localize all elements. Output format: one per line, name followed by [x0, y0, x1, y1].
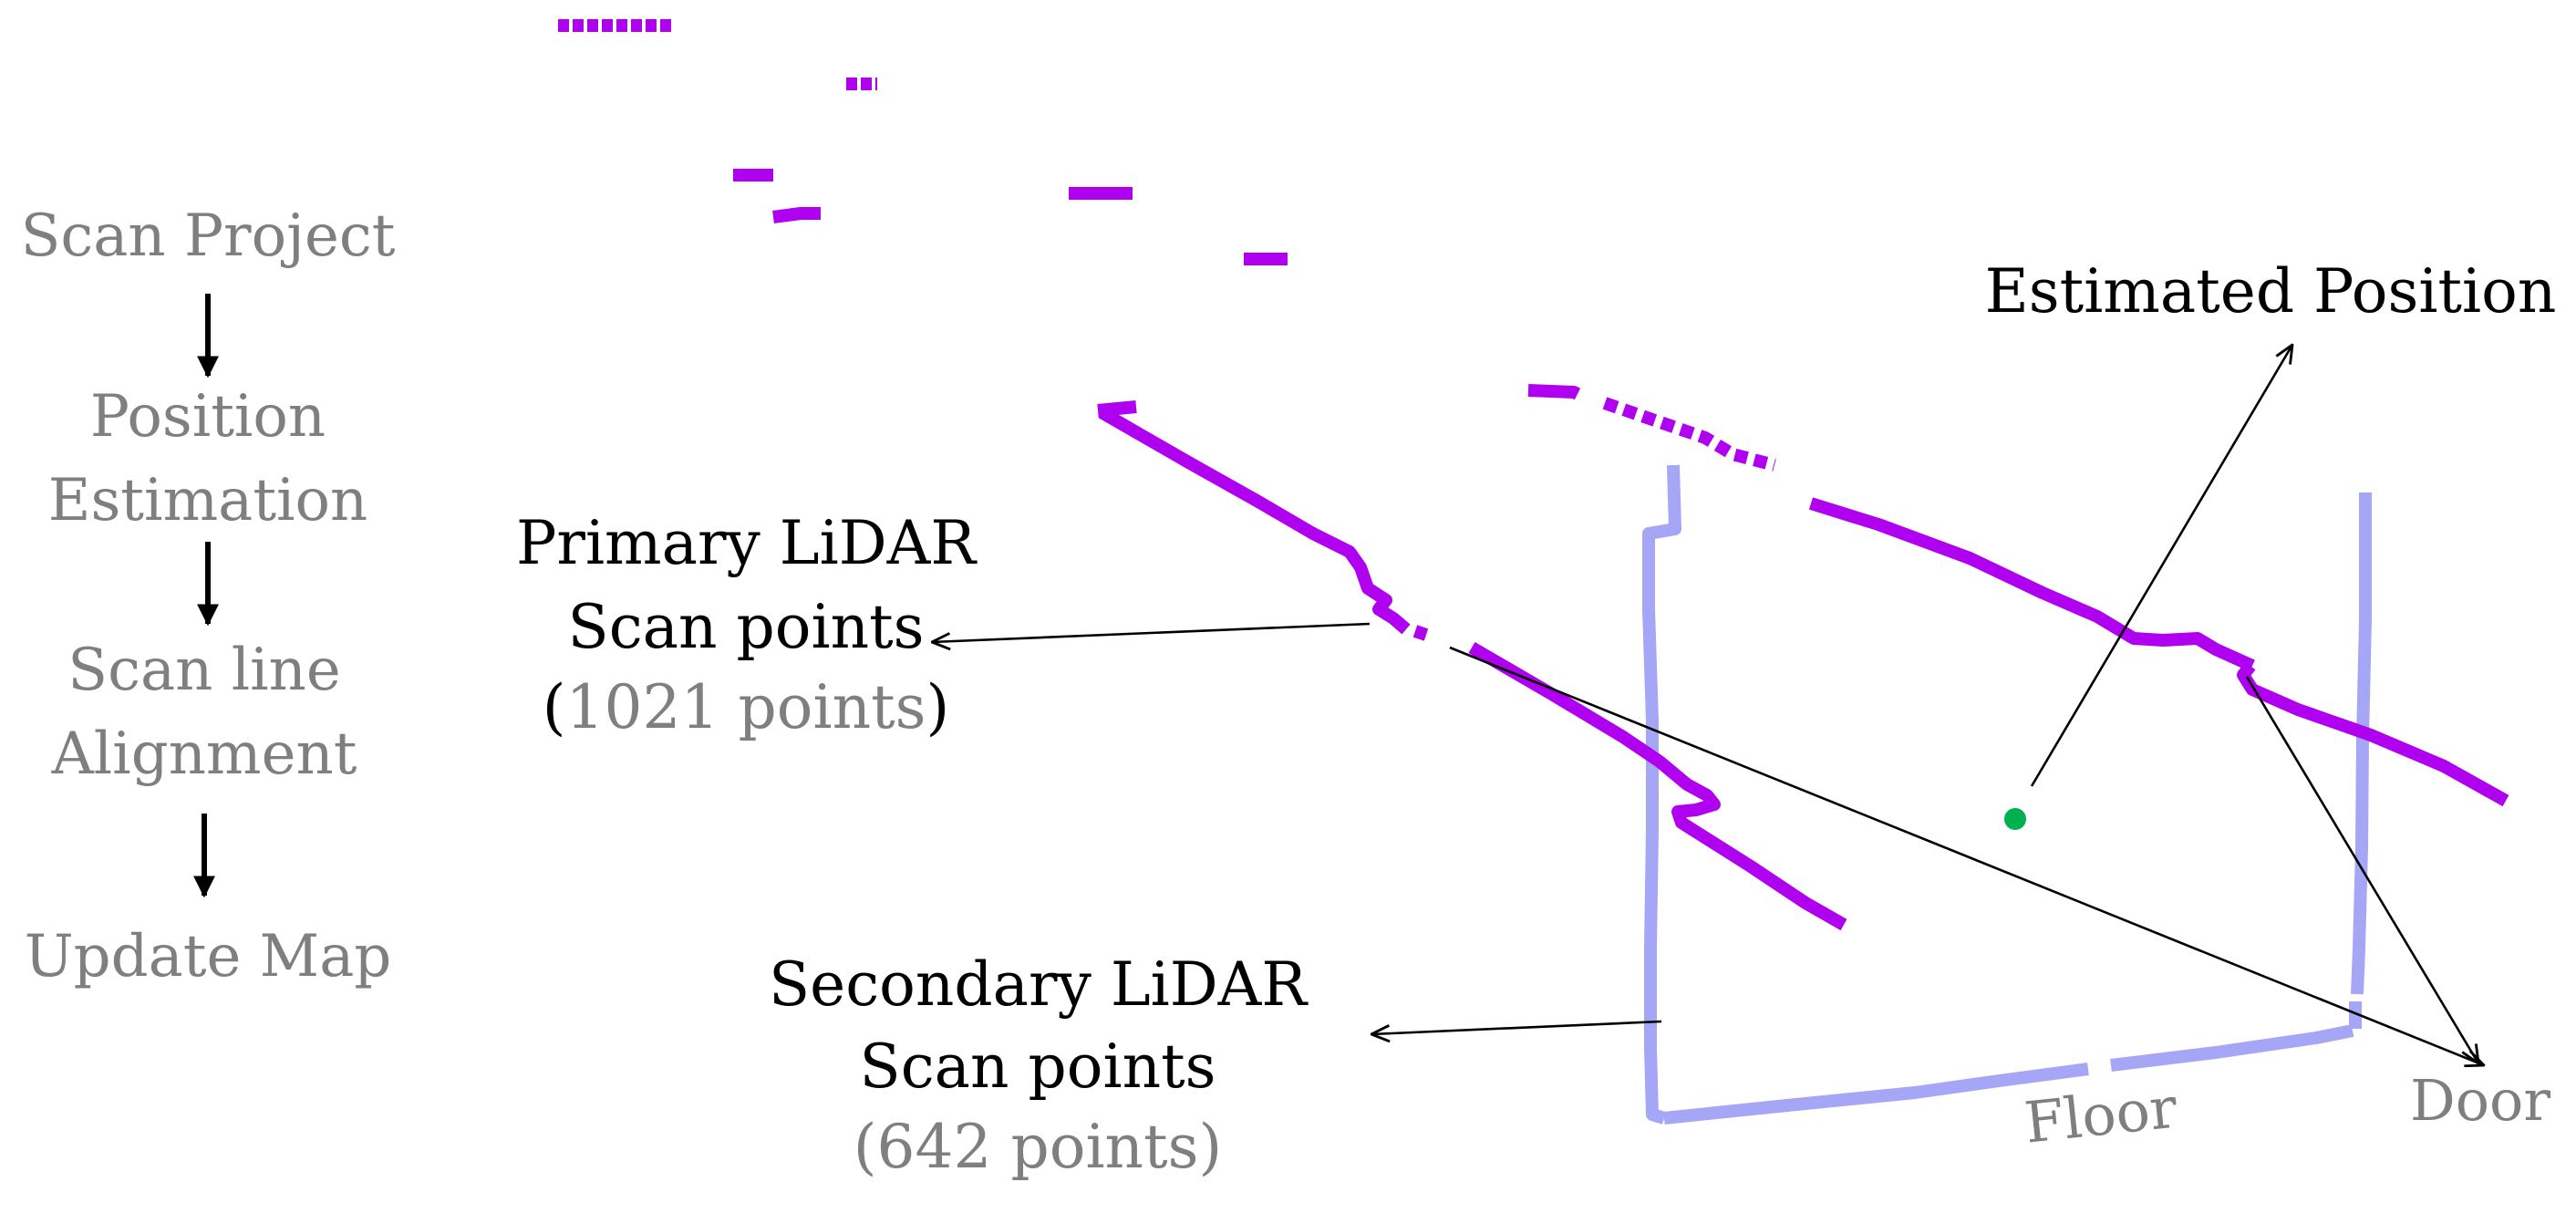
primary-points-seg-4	[772, 207, 821, 223]
door-arrow-long	[1449, 646, 2484, 1065]
primary-points-main-line-gap	[1412, 625, 1429, 641]
estimated-position-marker	[2004, 808, 2026, 830]
secondary-points-right-wall	[2351, 492, 2372, 995]
pipeline-step-update-map: Update Map	[25, 923, 392, 990]
secondary-lidar-label: Secondary LiDAR	[769, 949, 1309, 1020]
primary-points-upper-right-row	[1527, 384, 1581, 400]
secondary-scan-points-label: Scan points	[859, 1032, 1216, 1102]
secondary-points-arrow	[1371, 1020, 1662, 1034]
door-arrow-short	[2245, 676, 2478, 1063]
door-label: Door	[2410, 1067, 2550, 1134]
primary-points-right-line-lower	[2237, 661, 2509, 807]
primary-point-count: (1021 points)	[543, 672, 949, 742]
primary-points-lower-line	[1468, 641, 1847, 931]
primary-count-value: 1021 points	[566, 672, 926, 742]
primary-points-right-line	[1808, 497, 2255, 672]
primary-points-arrow	[932, 622, 1371, 642]
secondary-points-left-wall	[1642, 464, 1681, 1125]
primary-lidar-label: Primary LiDAR	[516, 508, 978, 578]
primary-lidar-points	[558, 19, 2509, 931]
pipeline-step-scan-line-alignment: Scan line	[67, 637, 340, 704]
pipeline-step-position-estimation: Position	[90, 383, 326, 451]
primary-scan-points-label: Scan points	[567, 592, 924, 662]
pipeline-step-position-estimation-line2: Estimation	[48, 467, 368, 534]
secondary-points-floor-right	[2110, 1024, 2354, 1072]
primary-count-paren-open: (	[543, 672, 566, 742]
secondary-points-floor	[1663, 1063, 2089, 1125]
estimated-position-arrow	[2030, 345, 2292, 787]
floor-label: Floor	[2022, 1074, 2180, 1156]
primary-points-upper-right-dots	[1602, 397, 1776, 472]
primary-count-paren-close: )	[926, 672, 949, 742]
estimated-position-label: Estimated Position	[1985, 256, 2557, 327]
secondary-lidar-points	[1642, 464, 2372, 1125]
primary-points-main-line	[1097, 400, 1411, 635]
pipeline-step-scan-line-alignment-line2: Alignment	[51, 721, 357, 788]
pipeline-step-scan-project: Scan Project	[21, 202, 396, 270]
pipeline: Scan Project Position Estimation Scan li…	[21, 202, 396, 990]
secondary-point-count: (642 points)	[853, 1112, 1222, 1182]
annotations	[932, 345, 2484, 1065]
